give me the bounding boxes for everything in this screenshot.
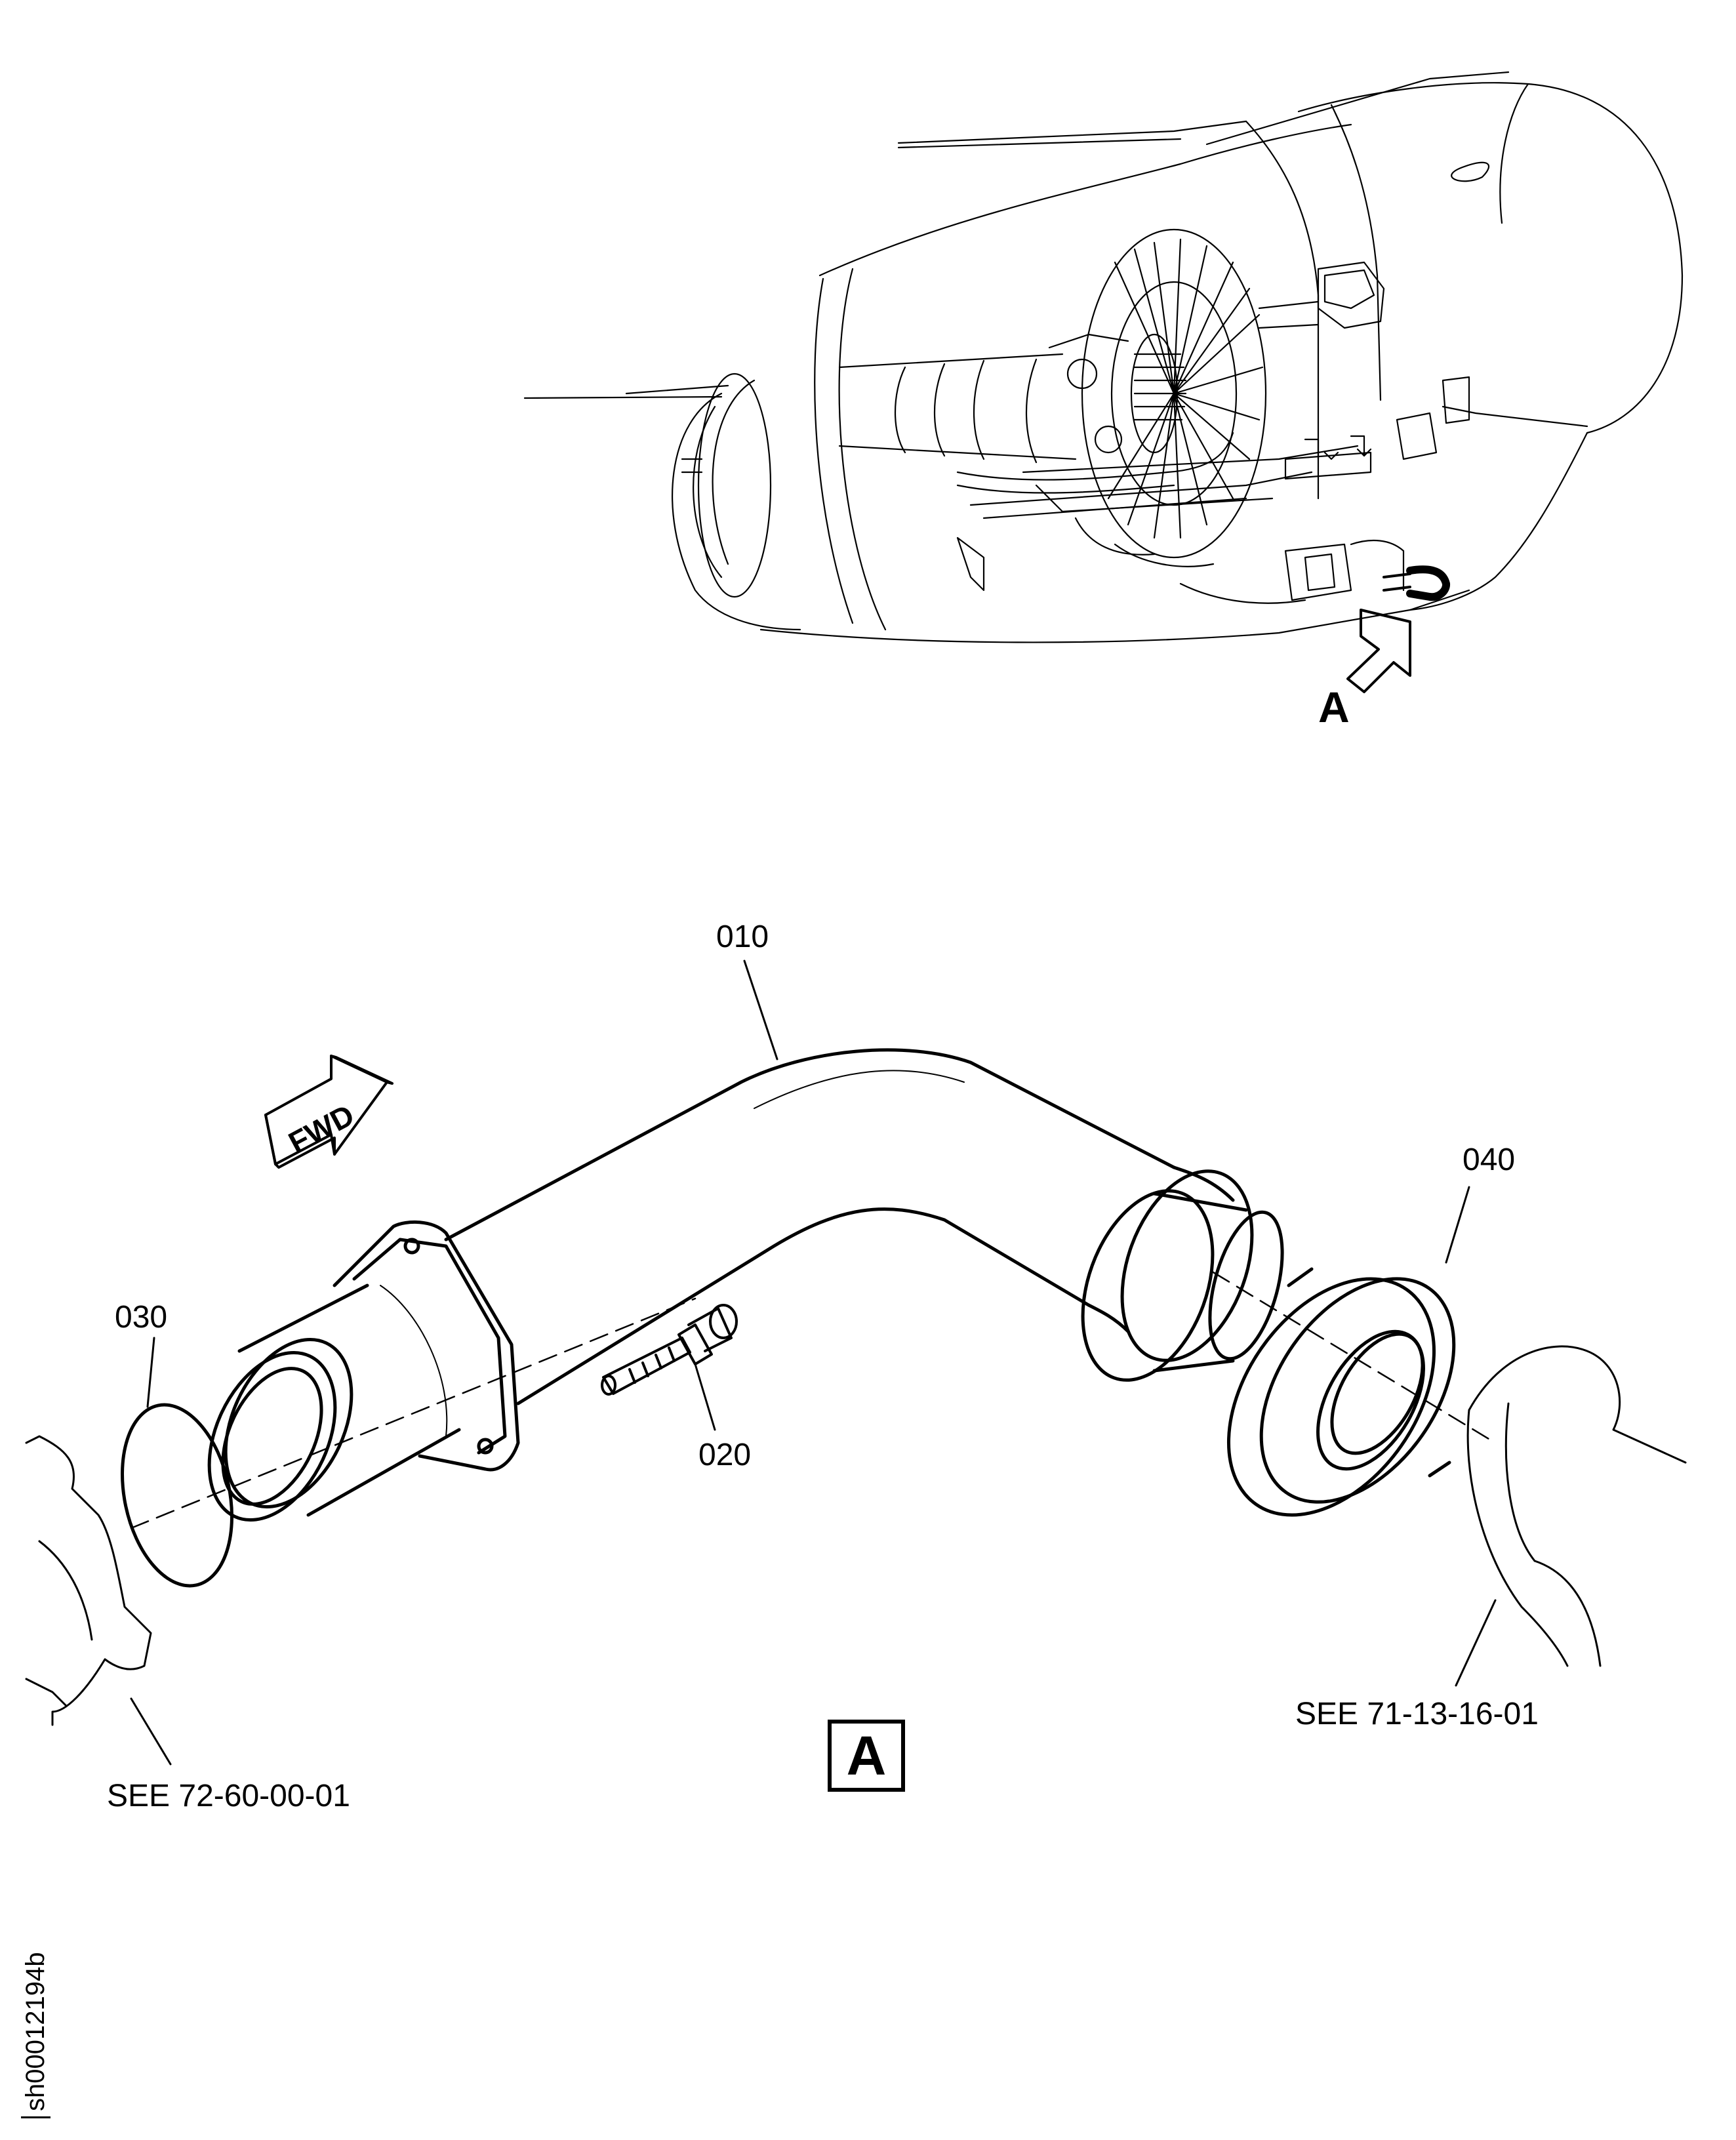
fwd-arrow <box>264 1055 394 1169</box>
part-010-tube <box>207 1048 1284 1522</box>
right-mating-part <box>1466 1345 1687 1667</box>
part-020-bolt <box>601 1304 738 1396</box>
engine-nacelle-overview <box>523 71 1684 643</box>
left-mating-part <box>25 1435 152 1726</box>
part-040-seal <box>1226 1267 1456 1517</box>
fwd-label: FWD <box>283 1097 359 1160</box>
reference-right: SEE 71-13-16-01 <box>1295 1697 1539 1731</box>
leader-lines <box>130 959 1497 1766</box>
view-a-label-box: A <box>828 1720 905 1792</box>
callout-040: 040 <box>1463 1142 1516 1177</box>
callout-010: 010 <box>716 919 769 954</box>
view-a-callout: A <box>1318 683 1350 731</box>
highlighted-drain-tube <box>1406 565 1450 601</box>
callout-030: 030 <box>115 1300 168 1335</box>
callout-020: 020 <box>698 1438 752 1472</box>
view-a-arrow <box>1346 609 1411 693</box>
reference-left: SEE 72-60-00-01 <box>107 1779 350 1813</box>
sheet-identifier: sh00012194b <box>21 1952 50 2118</box>
part-030-o-ring <box>121 1403 233 1588</box>
centre-lines <box>130 1271 1497 1529</box>
